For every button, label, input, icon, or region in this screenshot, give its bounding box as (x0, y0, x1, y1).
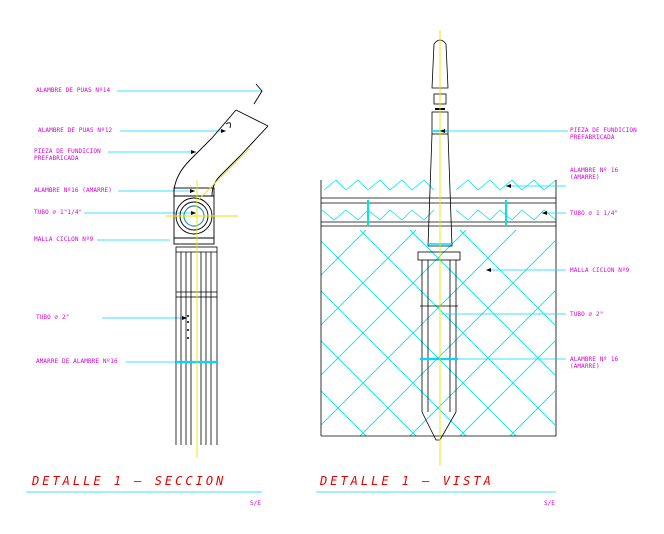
label-pieza-fundicion-l1: PIEZA DE FUNDICION (34, 148, 101, 155)
view-scale: S/E (544, 500, 555, 507)
label-view-alambre16b-l1: ALAMBRE Nº 16 (570, 356, 619, 363)
label-alambre-puas-12: ALAMBRE DE PUAS Nº12 (38, 127, 113, 134)
view-leaders (440, 130, 568, 360)
section-leaders (84, 90, 262, 363)
label-view-alambre16a-l1: ALAMBRE Nº 16 (570, 167, 619, 174)
label-view-alambre16b-l2: (AMARRE) (570, 363, 600, 370)
label-alambre-puas-14: ALAMBRE DE PUAS Nº14 (36, 87, 111, 94)
view-leader-arrows (440, 129, 547, 272)
view-drawing (316, 30, 568, 493)
section-title: DETALLE 1 — SECCION (32, 474, 227, 488)
label-view-alambre16a-l2: (AMARRE) (570, 174, 600, 181)
label-tubo-1-1-4: TUBO ⌀ 1"1/4" (34, 209, 83, 216)
chain-link-mesh (321, 230, 555, 436)
label-amarre-alambre: AMARRE DE ALAMBRE Nº16 (36, 358, 118, 365)
view-title: DETALLE 1 — VISTA (320, 474, 494, 488)
label-view-tubo-2: TUBO ⌀ 2" (570, 311, 604, 318)
section-scale: S/E (250, 500, 261, 507)
cast-piece (173, 83, 269, 245)
rail-ties (367, 200, 507, 226)
label-pieza-fundicion-l2: PREFABRICADA (34, 155, 79, 162)
section-drawing (26, 83, 269, 493)
label-view-malla: MALLA CICLON Nº9 (570, 267, 630, 274)
section-leader-arrows (182, 129, 226, 320)
label-tubo-2: TUBO ⌀ 2" (36, 314, 70, 321)
label-view-tubo-1-1-4: TUBO ⌀ 1 1/4" (570, 210, 619, 217)
view-tube-2in (417, 251, 461, 441)
wire-dots (187, 315, 189, 339)
label-view-pieza-l1: PIEZA DE FUNDICION (570, 127, 637, 134)
label-alambre-amarre: ALAMBRE Nº16 (AMARRE) (34, 187, 112, 194)
top-rail (320, 180, 557, 437)
label-malla-ciclon: MALLA CICLON Nº9 (34, 236, 94, 243)
section-centerlines (166, 147, 251, 458)
section-tube-2in (175, 246, 218, 445)
label-view-pieza-l2: PREFABRICADA (570, 134, 615, 141)
